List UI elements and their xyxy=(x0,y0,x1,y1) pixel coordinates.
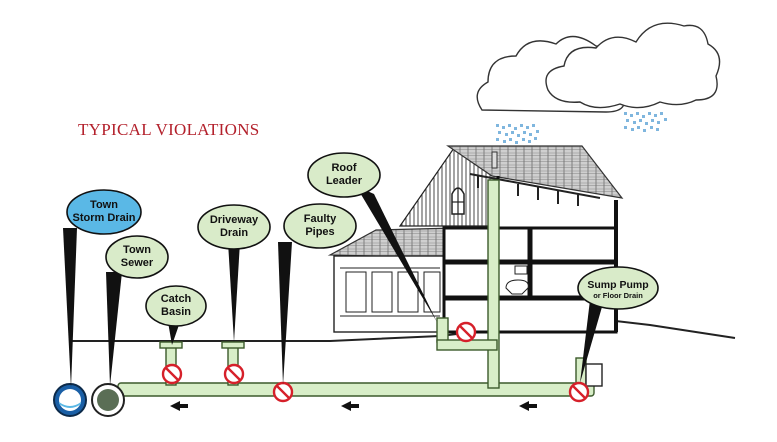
faulty-pipes-label-2: Pipes xyxy=(305,226,334,238)
driveway-drain-label-2: Drain xyxy=(220,227,248,239)
sump-pump-sublabel: or Floor Drain xyxy=(593,291,643,300)
catch-basin-label: Catch xyxy=(161,293,192,305)
town-sewer-bubble xyxy=(105,235,169,279)
flow-arrow-icon xyxy=(170,401,537,411)
town-sewer-label: Town xyxy=(123,244,151,256)
town-storm-drain-bubble xyxy=(66,189,142,235)
driveway-drain-label: Driveway xyxy=(210,214,259,226)
town-storm-drain-pipe xyxy=(53,383,87,417)
roof-leader-bubble xyxy=(307,152,381,198)
cloud-icon xyxy=(476,22,721,113)
rain-icon xyxy=(496,112,667,144)
sump-pump-bubble xyxy=(577,266,659,310)
town-sewer-pipe xyxy=(91,383,125,417)
house xyxy=(327,145,624,334)
callout-pointers xyxy=(63,186,604,388)
roof-leader-label: Roof xyxy=(331,162,356,174)
catch-basin-label-2: Basin xyxy=(161,306,191,318)
catch-basin-bubble xyxy=(145,285,207,327)
town-storm-drain-label-2: Storm Drain xyxy=(73,212,136,224)
sump-pump-label: Sump Pump xyxy=(587,279,648,291)
diagram-title: TYPICAL VIOLATIONS xyxy=(78,120,260,139)
faulty-pipes-label: Faulty xyxy=(304,213,337,225)
town-sewer-label-2: Sewer xyxy=(121,257,154,269)
roof-leader-label-2: Leader xyxy=(326,175,363,187)
driveway-drain-bubble xyxy=(197,204,271,250)
town-storm-drain-label: Town xyxy=(90,199,118,211)
faulty-pipes-bubble xyxy=(283,203,357,249)
